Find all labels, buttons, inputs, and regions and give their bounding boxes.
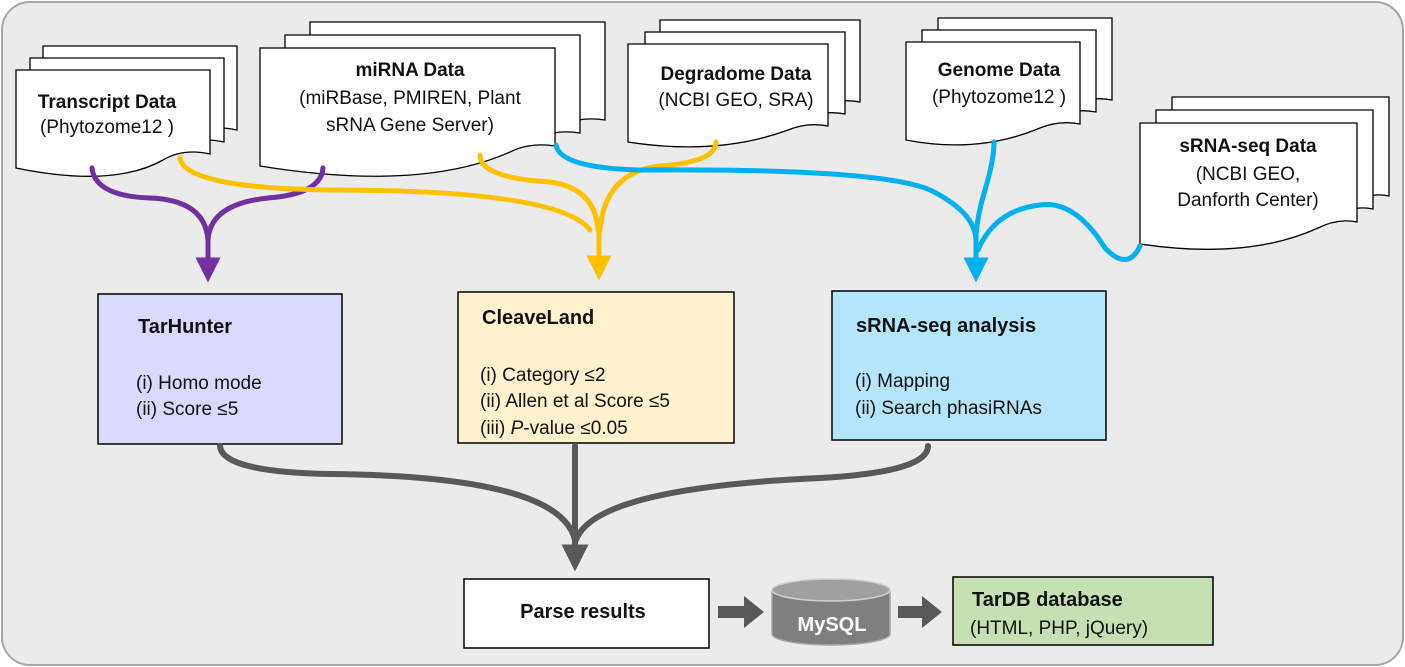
source-srnaseq-data: sRNA-seq Data (NCBI GEO, Danforth Center… <box>1139 96 1390 250</box>
cleaveland-criterion-3: (iii) P-value ≤0.05 <box>480 418 628 439</box>
source-mirna-data: miRNA Data (miRBase, PMIREN, Plant sRNA … <box>259 21 606 177</box>
transcript-subtitle: (Phytozome12 ) <box>40 117 174 138</box>
mirna-title: miRNA Data <box>355 60 465 81</box>
parse-results-label: Parse results <box>520 601 646 623</box>
cleaveland-title: CleaveLand <box>482 307 594 329</box>
output-parse-results: Parse results <box>463 578 710 649</box>
tarhunter-criterion-2: (ii) Score ≤5 <box>136 399 238 420</box>
genome-subtitle: (Phytozome12 ) <box>932 87 1066 108</box>
output-tardb-database: TarDB database (HTML, PHP, jQuery) <box>952 576 1214 646</box>
source-degradome-data: Degradome Data (NCBI GEO, SRA) <box>627 19 861 148</box>
srnaseq-analysis-step-2: (ii) Search phasiRNAs <box>855 398 1042 419</box>
mirna-subtitle-line1: (miRBase, PMIREN, Plant <box>299 88 521 109</box>
connectors-purple <box>89 165 326 283</box>
srnaseq-data-title: sRNA-seq Data <box>1179 136 1317 157</box>
arrow-mysql-to-tardb <box>898 596 942 628</box>
srnaseq-data-subtitle-line1: (NCBI GEO, <box>1196 164 1301 185</box>
srnaseq-analysis-step-1: (i) Mapping <box>855 371 950 392</box>
source-genome-data: Genome Data (Phytozome12 ) <box>905 17 1113 146</box>
tardb-subtitle: (HTML, PHP, jQuery) <box>970 618 1148 639</box>
connectors-blue <box>553 139 1143 283</box>
connectors-yellow <box>177 139 719 281</box>
tarhunter-title: TarHunter <box>138 316 232 338</box>
process-cleaveland: CleaveLand (i) Category ≤2 (ii) Allen et… <box>457 291 735 444</box>
transcript-title: Transcript Data <box>38 92 177 113</box>
srnaseq-data-subtitle-line2: Danforth Center) <box>1177 190 1319 211</box>
process-srnaseq-analysis: sRNA-seq analysis (i) Mapping (ii) Searc… <box>831 290 1107 441</box>
tardb-title: TarDB database <box>972 589 1123 611</box>
genome-title: Genome Data <box>938 60 1061 81</box>
mirna-subtitle-line2: sRNA Gene Server) <box>326 115 494 136</box>
degradome-title: Degradome Data <box>661 64 812 85</box>
cleaveland-criterion-1: (i) Category ≤2 <box>480 365 606 386</box>
degradome-subtitle: (NCBI GEO, SRA) <box>658 90 813 111</box>
tarhunter-criterion-1: (i) Homo mode <box>136 373 262 394</box>
mysql-database-icon: MySQL <box>771 578 891 646</box>
connectors-gray <box>217 443 931 572</box>
mysql-label: MySQL <box>798 614 867 636</box>
source-transcript-data: Transcript Data (Phytozome12 ) <box>15 45 238 177</box>
cleaveland-criterion-2: (ii) Allen et al Score ≤5 <box>480 391 670 412</box>
srnaseq-analysis-title: sRNA-seq analysis <box>856 315 1036 337</box>
arrow-parse-to-mysql <box>718 596 764 628</box>
process-tarhunter: TarHunter (i) Homo mode (ii) Score ≤5 <box>97 293 343 445</box>
